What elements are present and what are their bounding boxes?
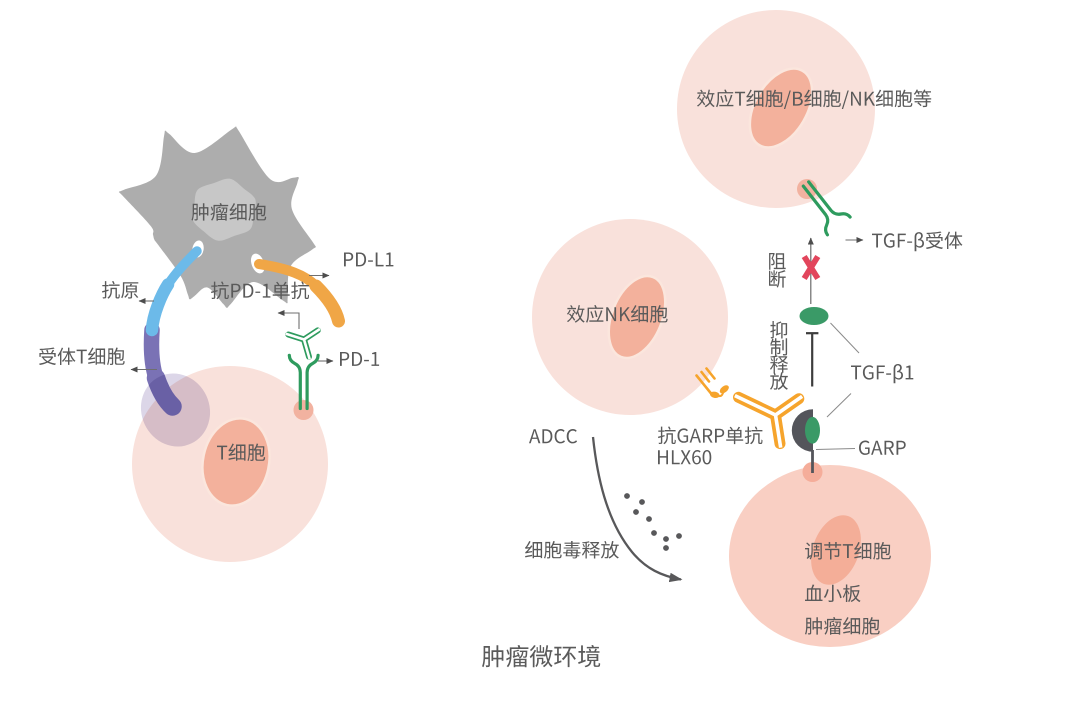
- fc-fragment-hatch2: [705, 367, 716, 380]
- label-garp: GARP: [859, 440, 906, 455]
- label-effector-nk-cell-text: [567, 305, 668, 323]
- label-adcc-text: [529, 429, 578, 444]
- label-t-cell-receptor: 受体T细胞: [39, 347, 125, 366]
- t-cell-nucleus: [201, 417, 271, 507]
- anti-garp-antibody-gap: [734, 393, 804, 448]
- granule-dot: [646, 516, 652, 522]
- label-platelet: 血小板: [805, 584, 861, 603]
- garp-complex: [791, 409, 820, 473]
- block-x-stroke2: [801, 254, 821, 281]
- tgfb1-molecule: [799, 307, 829, 325]
- label-antigen-text: [102, 281, 139, 299]
- garp-pointer: [815, 448, 856, 450]
- nk-cell-group: [532, 219, 728, 415]
- granule-dot: [676, 533, 682, 539]
- fc-fragment-petal-left: [709, 391, 720, 398]
- antigen-arc: [145, 246, 202, 337]
- granule-dot: [633, 509, 639, 515]
- fc-fragment-petals: [709, 385, 729, 398]
- tgfb-receptor-right-chain: [801, 184, 830, 237]
- effector-cell-group: [677, 10, 875, 208]
- label-block: 阻断: [769, 253, 786, 288]
- adcc-arrow: [591, 436, 683, 583]
- tgfb1-pointer-lower: [826, 393, 852, 418]
- fc-fragment-hatch1: [700, 370, 711, 383]
- label-t-cell: T细胞: [217, 443, 266, 462]
- granule-dot: [624, 493, 630, 499]
- label-cytotoxin-release-text: [525, 541, 619, 559]
- pd1-anchor-dot: [293, 400, 314, 420]
- label-effector-cells-text: [697, 89, 932, 109]
- pd1-receptor: [287, 353, 320, 411]
- cytotoxic-granules: [624, 493, 682, 551]
- fc-fragment: [695, 367, 725, 398]
- label-adcc: ADCC: [529, 429, 578, 444]
- label-antigen: 抗原: [102, 281, 139, 299]
- label-effector-cells: 效应T细胞/B细胞/NK细胞等: [697, 89, 932, 109]
- label-inhibit-release-text: [770, 321, 788, 390]
- anti-pd1-antibody: [285, 327, 321, 360]
- label-anti-pd1-mab: 抗PD-1单抗: [211, 281, 309, 300]
- label-hlx60-text: [658, 450, 712, 465]
- tgfb-receptor-left-chain: [807, 180, 852, 219]
- label-pd-1: PD-1: [340, 352, 380, 366]
- garp-body: [791, 409, 813, 452]
- label-effector-nk-cell: 效应NK细胞: [567, 305, 668, 323]
- inhibition-tbar: [806, 332, 819, 387]
- pd1-receptor-right-chain: [305, 353, 320, 411]
- label-inhibit-release: 抑制释放: [770, 321, 788, 390]
- label-pd-1-text: [340, 352, 380, 366]
- label-tumor-microenvironment-text: [482, 645, 601, 668]
- label-platelet-text: [805, 584, 861, 603]
- granule-dot: [639, 499, 645, 505]
- label-t-cell-text: [217, 443, 266, 462]
- label-pd-l1-text: [344, 252, 394, 267]
- label-tgfb-receptor: TGF-β受体: [872, 231, 963, 252]
- nk-cell-nucleus: [607, 274, 667, 360]
- label-tumor-cell: 肿瘤细胞: [191, 203, 267, 221]
- label-garp-text: [859, 440, 906, 455]
- fc-fragment-petal-right: [719, 385, 729, 394]
- label-cytotoxin-release: 细胞毒释放: [525, 541, 619, 559]
- granule-dot: [663, 536, 669, 542]
- label-treg-text: [805, 542, 891, 560]
- anti-garp-antibody: [733, 391, 805, 450]
- granule-dot: [663, 545, 669, 551]
- label-tgfb1: TGF-β1: [851, 364, 914, 384]
- granule-dot: [651, 530, 657, 536]
- label-hlx60: HLX60: [658, 450, 712, 465]
- tcr-contact-blob: [140, 373, 211, 447]
- labels-layer: 肿瘤细胞 抗原 受体T细胞 抗PD-1单抗 PD-L1 PD-1 T细胞 效应T…: [39, 89, 963, 668]
- label-anti-garp-mab: 抗GARP单抗: [658, 426, 763, 445]
- fc-fragment-stem: [695, 374, 713, 396]
- pd1-receptor-left-chain: [287, 353, 302, 411]
- label-tumor-cell-bottom: 肿瘤细胞: [805, 617, 880, 635]
- tgfb-receptor-shape: [801, 180, 852, 237]
- pd-l1-arc: [254, 259, 345, 328]
- label-anti-pd1-mab-text: [211, 281, 309, 300]
- tgfb1-pointer-upper: [830, 322, 860, 354]
- label-tgfb-receptor-text: [872, 231, 963, 252]
- label-block-text: [769, 253, 786, 288]
- garp-tgfb1-cargo: [805, 416, 820, 444]
- label-tgfb1-text: [851, 364, 914, 384]
- label-treg: 调节T细胞: [805, 542, 891, 560]
- label-tumor-cell-text: [191, 203, 267, 221]
- label-tumor-microenvironment: 肿瘤微环境: [482, 645, 601, 668]
- label-t-cell-receptor-text: [39, 347, 125, 366]
- anti-pd1-leader: [277, 310, 300, 329]
- anti-pd1-antibody-gap: [285, 327, 321, 360]
- label-tumor-cell-bottom-text: [805, 617, 880, 635]
- label-pd-l1: PD-L1: [344, 252, 394, 267]
- block-x-icon: [801, 254, 821, 281]
- label-anti-garp-mab-text: [658, 426, 763, 445]
